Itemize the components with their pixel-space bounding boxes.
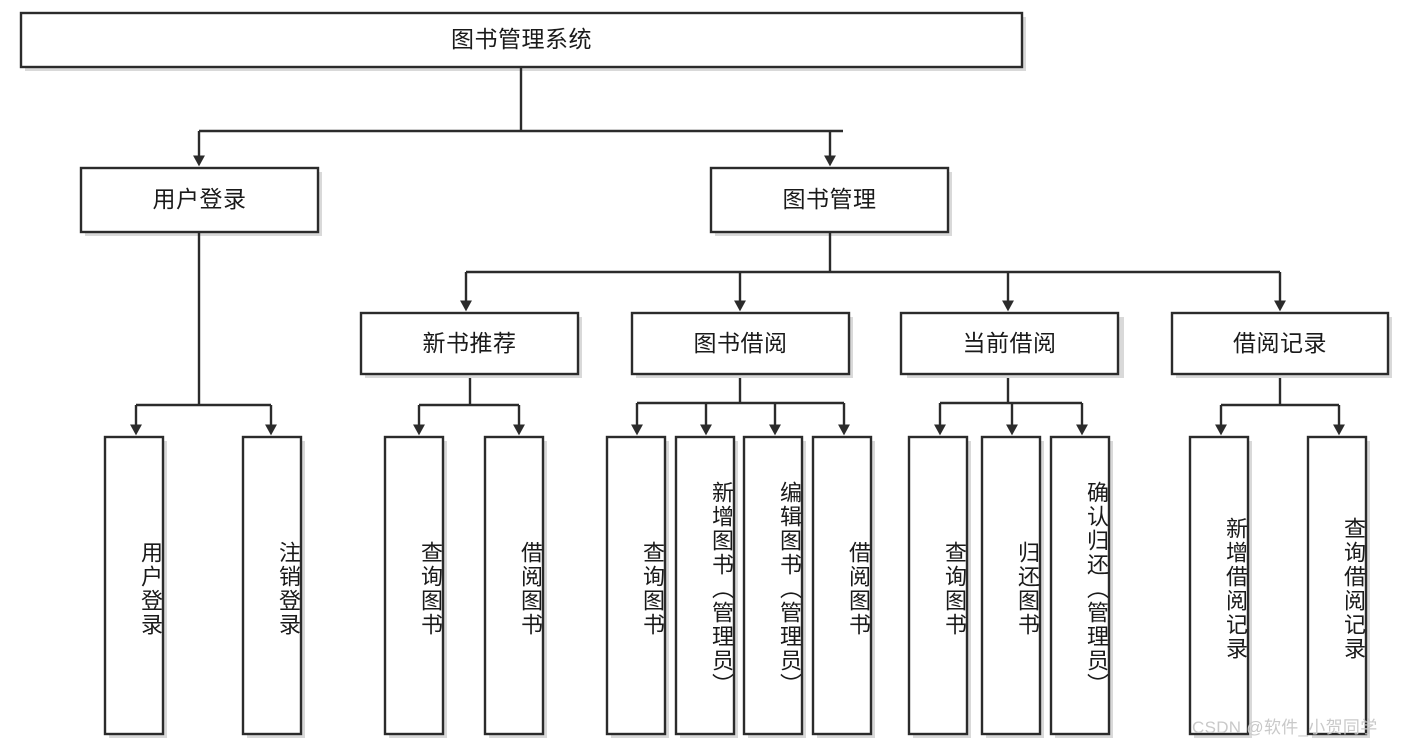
leaf-box[interactable]: [907, 435, 969, 736]
node-borrow-record-box[interactable]: [1170, 311, 1390, 376]
leaf-box[interactable]: [483, 435, 545, 736]
csdn-watermark: CSDN @软件_小贺同学: [1192, 718, 1378, 737]
connectors-user-login: [130, 232, 277, 436]
connectors-new-book: [413, 378, 525, 436]
node-current-borrow-box[interactable]: [899, 311, 1120, 376]
leaf-box[interactable]: [674, 435, 736, 736]
connectors-borrow-record: [1215, 378, 1345, 436]
node-new-book-recommend-box[interactable]: [359, 311, 580, 376]
leaf-box[interactable]: [1188, 435, 1250, 736]
leaf-box[interactable]: [605, 435, 667, 736]
leaf-box[interactable]: [241, 435, 303, 736]
connectors-book-borrow: [631, 378, 850, 436]
leaf-box[interactable]: [980, 435, 1042, 736]
connectors-book-manage: [460, 232, 1286, 312]
leaf-box[interactable]: [1049, 435, 1111, 736]
node-root-box[interactable]: [19, 11, 1024, 69]
node-user-login-box[interactable]: [79, 166, 320, 234]
leaf-box[interactable]: [742, 435, 804, 736]
node-book-borrow-box[interactable]: [630, 311, 851, 376]
leaf-box[interactable]: [811, 435, 873, 736]
leaf-box[interactable]: [383, 435, 445, 736]
leaf-box[interactable]: [103, 435, 165, 736]
node-book-manage-box[interactable]: [709, 166, 950, 234]
connectors-current-borrow: [934, 378, 1088, 436]
connectors-root: [193, 67, 843, 167]
leaf-box[interactable]: [1306, 435, 1368, 736]
